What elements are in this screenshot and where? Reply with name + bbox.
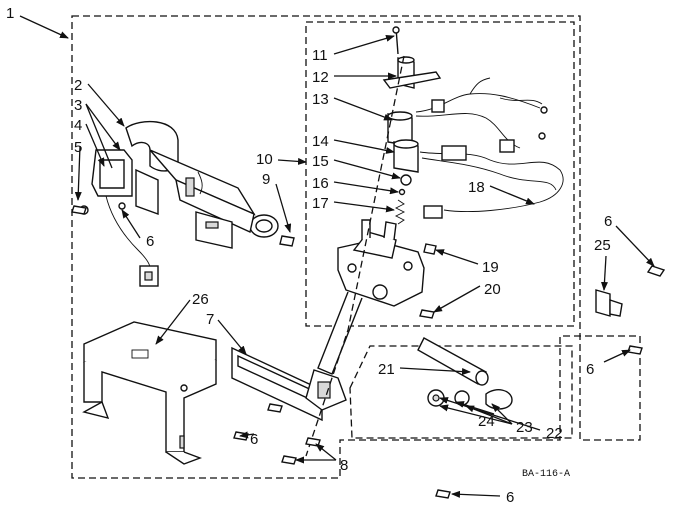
callout-21: 21 xyxy=(378,361,395,378)
callout-20: 20 xyxy=(484,281,501,298)
drawing-code: BA-116-A xyxy=(522,469,570,480)
callout-6-bottom-right: 6 xyxy=(506,489,514,506)
callout-10: 10 xyxy=(256,151,273,168)
callout-5: 5 xyxy=(74,139,82,156)
callout-11: 11 xyxy=(312,47,328,64)
callout-6-right-top: 6 xyxy=(604,213,612,230)
callout-12: 12 xyxy=(312,69,329,86)
leader-lines xyxy=(19,15,655,498)
shield-plate xyxy=(195,211,323,422)
callout-3: 3 xyxy=(74,97,82,114)
callout-23: 23 xyxy=(516,419,533,436)
callout-18: 18 xyxy=(468,179,485,196)
callout-6-bottom-left: 6 xyxy=(250,431,258,448)
callout-24: 24 xyxy=(478,413,495,430)
callout-25: 25 xyxy=(594,237,611,254)
gas-valve-body xyxy=(305,219,425,411)
burner-tube xyxy=(125,120,279,238)
callout-8: 8 xyxy=(340,457,348,474)
callout-19: 19 xyxy=(482,259,499,276)
callout-labels: 1 2 3 4 5 6 26 7 10 9 11 12 13 14 15 16 … xyxy=(6,5,612,506)
callout-4: 4 xyxy=(74,117,82,134)
callout-26: 26 xyxy=(192,291,209,308)
valve-subassembly-boundary xyxy=(305,21,575,327)
callout-6-left: 6 xyxy=(146,233,154,250)
callout-15: 15 xyxy=(312,153,329,170)
callout-16: 16 xyxy=(312,175,329,192)
mounting-bracket xyxy=(82,321,217,465)
callout-13: 13 xyxy=(312,91,329,108)
callout-9: 9 xyxy=(262,171,270,188)
callout-22: 22 xyxy=(546,425,563,442)
callout-17: 17 xyxy=(312,195,329,212)
callout-14: 14 xyxy=(312,133,329,150)
callout-2: 2 xyxy=(74,77,82,94)
fittings-boundary xyxy=(349,345,573,439)
callout-1: 1 xyxy=(6,5,14,22)
callout-6-right-bottom: 6 xyxy=(586,361,594,378)
wire-harness xyxy=(415,77,564,219)
callout-7: 7 xyxy=(206,311,214,328)
igniter-bracket xyxy=(79,149,159,287)
